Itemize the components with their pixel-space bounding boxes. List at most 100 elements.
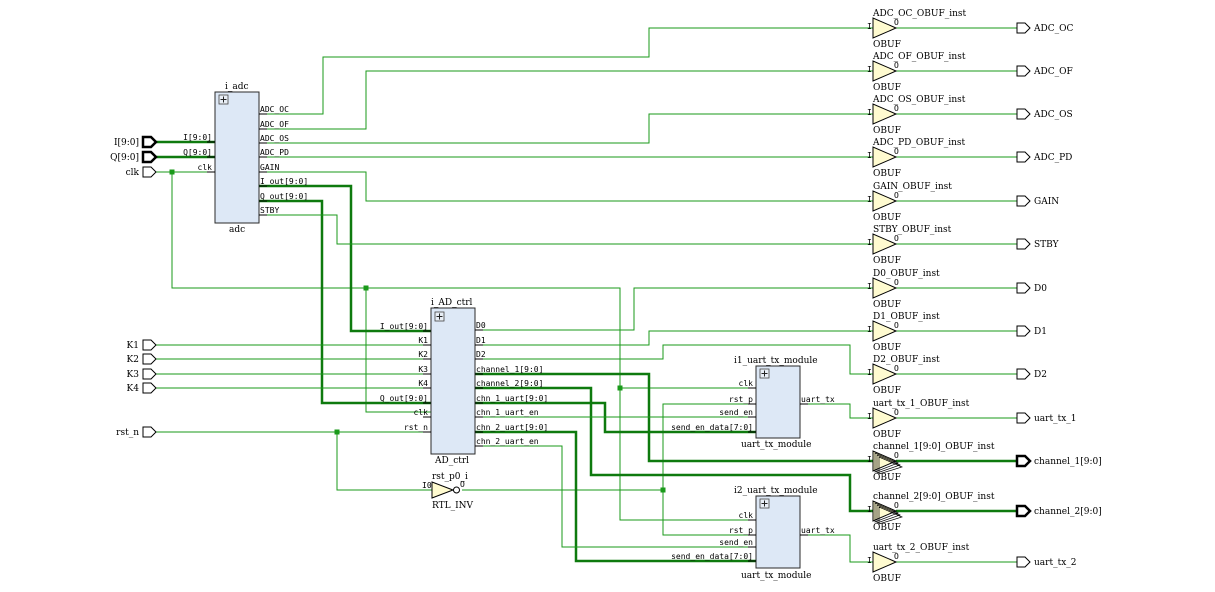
wire-uart-tx-1[interactable] [800, 403, 873, 419]
wire-d2[interactable] [475, 344, 873, 375]
buffer-type-label: OBUF [873, 430, 901, 440]
output-port-d1[interactable]: D1 [1016, 325, 1047, 337]
pin-label-i-out-9-0: I_out[9:0] [260, 177, 308, 186]
block-module-label: adc [229, 225, 245, 235]
wire-adc-of[interactable] [259, 70, 873, 130]
wire-d0[interactable] [475, 287, 873, 331]
input-port-k3[interactable]: K3 [127, 368, 157, 380]
port-arrow-icon [142, 382, 157, 394]
output-port-uart-tx-2[interactable]: uart_tx_2 [1016, 556, 1077, 568]
buffer-stack-outline [874, 452, 899, 473]
buffer-pin-in: I [867, 151, 872, 160]
wire-clk[interactable] [156, 171, 756, 521]
block-ad-ctrl[interactable]: i_AD_ctrl AD_ctrl I_out[9:0]K1K2K3K4Q_ou… [380, 298, 548, 466]
output-port-adc-oc[interactable]: ADC_OC [1016, 22, 1073, 34]
wire-chn2-uart-en[interactable] [475, 445, 756, 548]
pin-label-k3: K3 [418, 365, 428, 374]
port-label: ADC_PD [1033, 153, 1072, 163]
inverter-pin-out: O [460, 480, 465, 489]
output-port-channel-1-9-0[interactable]: channel_1[9:0] [1015, 454, 1102, 468]
output-port-uart-tx-1[interactable]: uart_tx_1 [1016, 412, 1077, 424]
output-port-d0[interactable]: D0 [1016, 282, 1047, 294]
pin-label-i-out-9-0: I_out[9:0] [380, 322, 428, 331]
buffer-pin-in: I [867, 412, 872, 421]
block-adc[interactable]: i_adc adc I[9:0]Q[9:0]clkADC_OCADC_OFADC… [183, 82, 308, 235]
pin-label-d1: D1 [476, 336, 486, 345]
wire-adc-oc[interactable] [259, 27, 873, 115]
buffer-triangle-icon [872, 146, 898, 168]
port-arrow-icon [1016, 556, 1031, 568]
output-port-stby[interactable]: STBY [1016, 238, 1060, 250]
wire-channel-2[interactable] [475, 386, 873, 513]
port-label: K3 [127, 370, 140, 380]
port-label: I[9:0] [114, 138, 139, 148]
input-port-q-9-0[interactable]: Q[9:0] [110, 150, 158, 164]
buffer-type-label: OBUF [873, 300, 901, 310]
port-arrow-icon [1016, 282, 1031, 294]
output-port-adc-pd[interactable]: ADC_PD [1016, 151, 1072, 163]
inverter-triangle [431, 481, 455, 499]
buffer-inst-label: channel_2[9:0]_OBUF_inst [873, 492, 995, 502]
input-port-clk[interactable]: clk [126, 166, 157, 178]
block-uart-tx-1[interactable]: i1_uart_tx_module uart_tx_module clkrst_… [671, 356, 835, 450]
inverter-rst-p0[interactable]: rst_p0_i RTL_INV I0 O [422, 472, 474, 511]
input-port-i-9-0[interactable]: I[9:0] [114, 135, 158, 149]
output-port-d2[interactable]: D2 [1016, 368, 1047, 380]
wire-gain[interactable] [259, 171, 873, 202]
pin-label-chn-1-uart-en: chn_1_uart_en [476, 408, 539, 417]
buffer-triangle-icon [872, 363, 898, 385]
block-uart-tx-2[interactable]: i2_uart_tx_module uart_tx_module clkrst_… [671, 486, 835, 581]
wire-i-out[interactable] [259, 184, 431, 333]
input-port-rst-n[interactable]: rst_n [116, 426, 157, 438]
port-arrow-icon [1016, 65, 1031, 77]
wire-chn2-uart[interactable] [475, 430, 756, 563]
buffer-pin-out: O [894, 18, 899, 27]
buffer-inst-label: D1_OBUF_inst [873, 312, 940, 322]
pin-label-k1: K1 [418, 336, 428, 345]
junction-dot [617, 385, 623, 391]
output-port-channel-2-9-0[interactable]: channel_2[9:0] [1015, 504, 1102, 518]
output-port-gain[interactable]: GAIN [1016, 195, 1059, 207]
port-label: ADC_OC [1033, 24, 1073, 34]
pin-label-send-en-data-7-0: send_en_data[7:0] [671, 423, 753, 432]
input-port-k1[interactable]: K1 [127, 339, 157, 351]
buffer-pin-out: O [894, 278, 899, 287]
input-port-k4[interactable]: K4 [127, 382, 157, 394]
port-label: D0 [1034, 284, 1047, 294]
buffer-triangle-icon [872, 320, 898, 342]
buffer-pin-out: O [894, 451, 899, 460]
wire-rst-n[interactable] [156, 431, 432, 491]
wire-uart-tx-2[interactable] [800, 534, 873, 563]
wire-adc-os[interactable] [259, 113, 873, 144]
output-port-adc-of[interactable]: ADC_OF [1016, 65, 1073, 77]
buffer-pin-out: O [894, 234, 899, 243]
input-port-k2[interactable]: K2 [127, 353, 157, 365]
buffer-inst-label: uart_tx_1_OBUF_inst [873, 399, 970, 409]
buffer-type-label: OBUF [873, 473, 901, 483]
port-label: K4 [127, 384, 140, 394]
block-inst-label: i_AD_ctrl [431, 298, 473, 308]
wire-d1[interactable] [475, 330, 873, 346]
port-arrow-icon [1016, 325, 1031, 337]
wire-stby[interactable] [259, 214, 873, 245]
buffer-inst-label: ADC_OC_OBUF_inst [872, 9, 966, 19]
port-label: GAIN [1034, 197, 1059, 207]
output-port-adc-os[interactable]: ADC_OS [1016, 108, 1073, 120]
buffer-pin-out: O [894, 408, 899, 417]
pin-label-uart-tx: uart_tx [801, 526, 835, 535]
wire-q-out[interactable] [259, 199, 431, 405]
